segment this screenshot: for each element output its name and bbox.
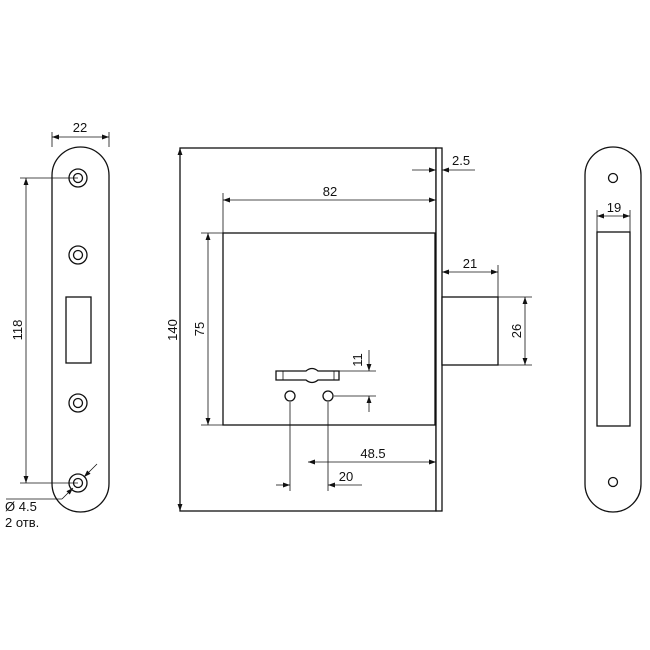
- mounting-hole-left: [284, 390, 296, 402]
- front-plate-screw-hole-upper: [68, 245, 88, 265]
- mounting-hole-right: [322, 390, 334, 402]
- dim-strike-opening-width: 19: [607, 200, 621, 215]
- dim-lock-body-height: 75: [192, 322, 207, 336]
- dim-bolt-height: 26: [509, 324, 524, 338]
- dim-key-slot-height: 11: [350, 353, 365, 367]
- dim-front-plate-width: 22: [73, 120, 87, 135]
- front-plate-bolt-slot: [65, 296, 92, 364]
- dim-hole-count: 2 отв.: [5, 515, 39, 530]
- dim-lock-body-width: 82: [323, 184, 337, 199]
- dim-bolt-throw: 21: [463, 256, 477, 271]
- strike-plate-view: 19: [584, 146, 642, 513]
- front-plate-outline: [51, 146, 110, 513]
- dim-backset: 48.5: [360, 446, 385, 461]
- strike-plate-opening: [596, 231, 631, 427]
- strike-plate-outline: [584, 146, 642, 513]
- dim-plate-thickness: 2.5: [452, 153, 470, 168]
- lock-body-view: 140 82 2.5 75 21 26 11 4: [165, 147, 532, 512]
- key-slot: [275, 367, 340, 384]
- front-plate-view: 22 118 Ø 4.5 2 отв.: [5, 120, 110, 530]
- lock-case: [222, 232, 436, 426]
- front-plate-screw-hole-lower: [68, 393, 88, 413]
- dim-screw-spacing: 118: [10, 320, 25, 341]
- dim-hole-diameter: Ø 4.5: [5, 499, 37, 514]
- dim-lock-height: 140: [165, 319, 180, 341]
- lock-front-plate-edge: [435, 147, 443, 512]
- dim-hole-spacing: 20: [339, 469, 353, 484]
- strike-plate-screw-hole-bottom: [607, 476, 619, 488]
- strike-plate-screw-hole-top: [607, 172, 619, 184]
- lock-bolt: [441, 296, 499, 366]
